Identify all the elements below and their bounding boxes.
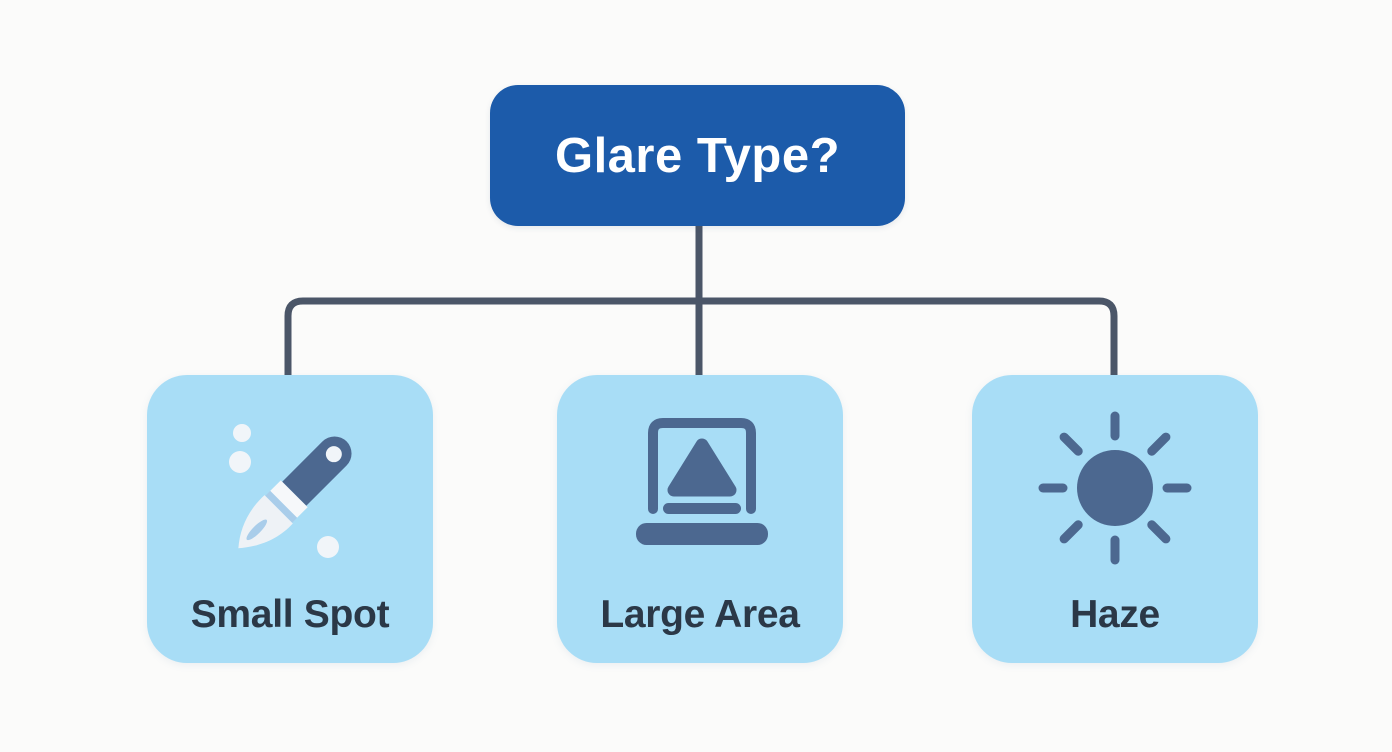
option-label-large-area: Large Area bbox=[600, 593, 800, 636]
option-label-haze: Haze bbox=[1070, 593, 1160, 636]
decision-root-node[interactable]: Glare Type? bbox=[490, 85, 905, 226]
connector-branch-bar bbox=[284, 297, 1118, 375]
option-card-small-spot[interactable]: Small Spot bbox=[147, 375, 433, 663]
screen-image-icon bbox=[636, 418, 768, 545]
paintbrush-icon bbox=[229, 424, 352, 558]
decision-root-label: Glare Type? bbox=[554, 128, 841, 183]
option-label-small-spot: Small Spot bbox=[190, 593, 390, 636]
option-card-large-area[interactable]: Large Area bbox=[557, 375, 843, 663]
sun-icon bbox=[1038, 411, 1192, 565]
option-card-haze[interactable]: Haze bbox=[972, 375, 1258, 663]
